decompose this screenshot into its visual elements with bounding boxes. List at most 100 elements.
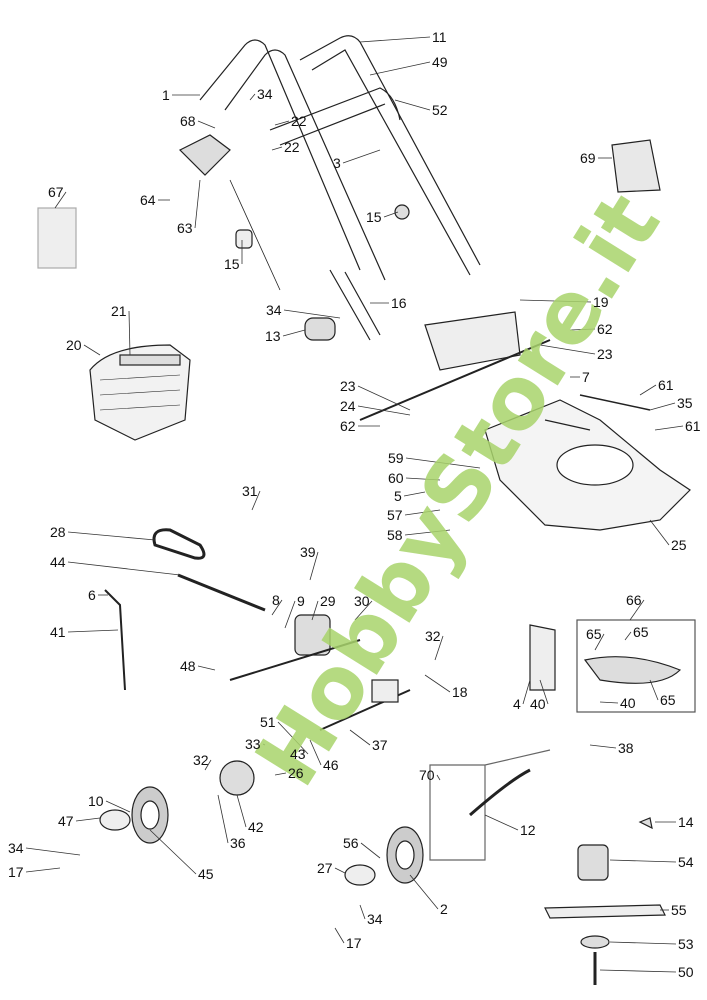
part-label-68: 68	[180, 113, 196, 129]
part-label-23: 23	[340, 378, 356, 394]
mulch-plug	[611, 139, 661, 193]
gear-wheel	[219, 760, 255, 796]
part-label-11: 11	[432, 29, 447, 45]
part-label-21: 21	[111, 303, 127, 319]
knob	[304, 317, 336, 341]
leader-line-34	[249, 93, 256, 101]
leader-line-47	[75, 817, 101, 822]
part-label-4: 4	[513, 696, 521, 712]
part-label-1: 1	[162, 87, 170, 103]
part-label-37: 37	[372, 737, 388, 753]
part-label-65: 65	[660, 692, 676, 708]
leader-line-33	[262, 743, 266, 746]
part-label-32: 32	[193, 752, 209, 768]
leader-line-65	[594, 633, 605, 651]
leader-line-54	[609, 859, 677, 863]
leader-line-59	[405, 457, 481, 469]
part-label-53: 53	[678, 936, 694, 952]
part-label-29: 29	[320, 593, 336, 609]
key	[638, 817, 653, 830]
leader-line-44	[67, 561, 181, 576]
part-label-45: 45	[198, 866, 214, 882]
leader-line-46	[309, 739, 322, 766]
part-label-12: 12	[520, 822, 536, 838]
leader-line-65	[649, 679, 659, 701]
part-label-60: 60	[388, 470, 404, 486]
height-adjust-rod	[469, 768, 531, 817]
part-label-46: 46	[323, 757, 339, 773]
leader-line-67	[54, 191, 67, 209]
leader-line-22	[274, 120, 290, 126]
leader-line-10	[105, 800, 131, 813]
leader-line-34	[25, 847, 81, 856]
part-label-47: 47	[58, 813, 74, 829]
deck-bracket	[544, 419, 591, 431]
part-label-36: 36	[230, 835, 246, 851]
part-label-62: 62	[340, 418, 356, 434]
part-label-49: 49	[432, 54, 448, 70]
part-label-42: 42	[248, 819, 264, 835]
part-label-13: 13	[265, 328, 281, 344]
leader-line-39	[309, 551, 319, 581]
leader-line-30	[354, 600, 373, 621]
leader-line-58	[404, 529, 451, 536]
deflector	[529, 624, 556, 691]
cable-spring	[177, 573, 266, 612]
leader-line-5	[403, 491, 426, 497]
leader-line-23	[539, 344, 596, 355]
part-label-34: 34	[8, 840, 24, 856]
part-label-19: 19	[593, 294, 609, 310]
leader-line-65	[624, 631, 632, 641]
part-label-9: 9	[297, 593, 305, 609]
mower-deck	[484, 394, 691, 531]
leader-line-31	[251, 490, 261, 511]
leader-line-9	[284, 600, 296, 629]
leader-line-49	[369, 61, 431, 76]
part-label-40: 40	[530, 696, 546, 712]
leader-line-51	[277, 721, 296, 741]
part-label-24: 24	[340, 398, 356, 414]
leader-line-17	[334, 927, 345, 944]
part-label-65: 65	[586, 626, 602, 642]
part-label-16: 16	[391, 295, 407, 311]
leader-line-27	[334, 867, 346, 874]
part-label-15: 15	[224, 256, 240, 272]
part-label-26: 26	[288, 765, 304, 781]
lever	[104, 589, 126, 691]
leader-line-34	[359, 904, 366, 920]
blade-adapter	[577, 844, 609, 881]
part-label-65: 65	[633, 624, 649, 640]
leader-line-17	[25, 867, 61, 873]
blade	[544, 904, 666, 919]
leader-line-15	[383, 211, 399, 218]
part-label-62: 62	[597, 321, 613, 337]
part-label-17: 17	[346, 935, 362, 951]
leader-line-37	[349, 729, 371, 746]
part-label-28: 28	[50, 524, 66, 540]
rear-flap-rod	[359, 339, 551, 421]
leader-line-53	[609, 941, 677, 945]
drive-shaft	[229, 639, 361, 681]
leader-line-36	[217, 794, 229, 844]
part-label-5: 5	[394, 488, 402, 504]
part-label-61: 61	[658, 377, 674, 393]
part-label-14: 14	[678, 814, 694, 830]
part-label-70: 70	[419, 767, 435, 783]
leader-line-52	[394, 99, 431, 111]
leader-line-3	[342, 149, 381, 164]
leader-line-34	[283, 309, 341, 319]
decal-sheet	[37, 207, 77, 269]
leader-line-68	[197, 120, 216, 129]
part-label-31: 31	[242, 483, 258, 499]
part-label-22: 22	[284, 139, 300, 155]
front-hubcap	[344, 864, 376, 886]
part-label-56: 56	[343, 835, 359, 851]
leader-line-61	[654, 425, 684, 431]
part-label-7: 7	[582, 369, 590, 385]
part-label-41: 41	[50, 624, 66, 640]
leader-line-43	[294, 739, 309, 755]
leader-line-41	[67, 629, 119, 633]
part-label-15: 15	[366, 209, 382, 225]
leader-line-4	[522, 679, 531, 705]
